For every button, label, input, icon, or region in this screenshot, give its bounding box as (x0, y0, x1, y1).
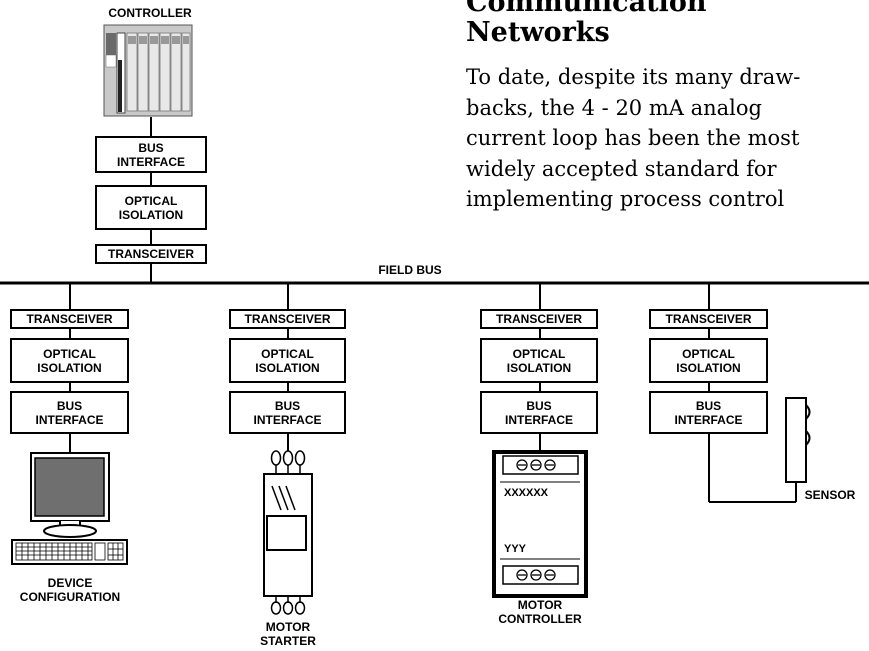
controller-label: CONTROLLER (108, 6, 192, 20)
controller-optical-isolation-box: OPTICAL ISOLATION (95, 185, 207, 230)
node-optical-isolation-box: OPTICAL ISOLATION (10, 338, 129, 383)
motor-controller-text-top: XXXXXX (504, 487, 549, 499)
paragraph-line: backs, the 4 - 20 mA analog (466, 95, 762, 120)
paragraph-line: implementing process control (466, 187, 785, 211)
node-bus-interface-box: BUS INTERFACE (229, 391, 346, 434)
node-transceiver-box: TRANSCEIVER (649, 309, 768, 329)
node-transceiver-box: TRANSCEIVER (10, 309, 129, 329)
controller-rack-icon (103, 24, 193, 117)
node-bus-interface-box: BUS INTERFACE (649, 391, 768, 434)
paragraph-line: To date, despite its many draw- (466, 65, 801, 89)
device-configuration-label: DEVICE CONFIGURATION (19, 576, 121, 604)
node-optical-isolation-box: OPTICAL ISOLATION (229, 338, 346, 383)
node-optical-isolation-box: OPTICAL ISOLATION (480, 338, 598, 383)
node-bus-interface-box: BUS INTERFACE (10, 391, 129, 434)
section-heading: Communication Networks (466, 0, 707, 48)
node-transceiver-box: TRANSCEIVER (480, 309, 598, 329)
node-bus-interface-box: BUS INTERFACE (480, 391, 598, 434)
motor-controller-label: MOTOR CONTROLLER (498, 598, 582, 626)
motor-starter-label: MOTOR STARTER (260, 620, 316, 648)
field-bus-label: FIELD BUS (378, 263, 442, 277)
controller-transceiver-box: TRANSCEIVER (95, 244, 207, 264)
node-transceiver-box: TRANSCEIVER (229, 309, 346, 329)
motor-controller-icon (492, 450, 588, 598)
body-paragraph: To date, despite its many draw- backs, t… (466, 62, 866, 215)
motor-starter-icon (263, 450, 313, 615)
paragraph-line: widely accepted standard for (466, 156, 777, 181)
node-optical-isolation-box: OPTICAL ISOLATION (649, 338, 768, 383)
computer-icon (11, 452, 128, 565)
motor-controller-text-bottom: YYY (504, 543, 527, 555)
controller-bus-interface-box: BUS INTERFACE (95, 136, 207, 173)
sensor-label: SENSOR (804, 488, 856, 502)
sensor-icon (708, 397, 811, 503)
paragraph-line: current loop has been the most (466, 126, 800, 150)
